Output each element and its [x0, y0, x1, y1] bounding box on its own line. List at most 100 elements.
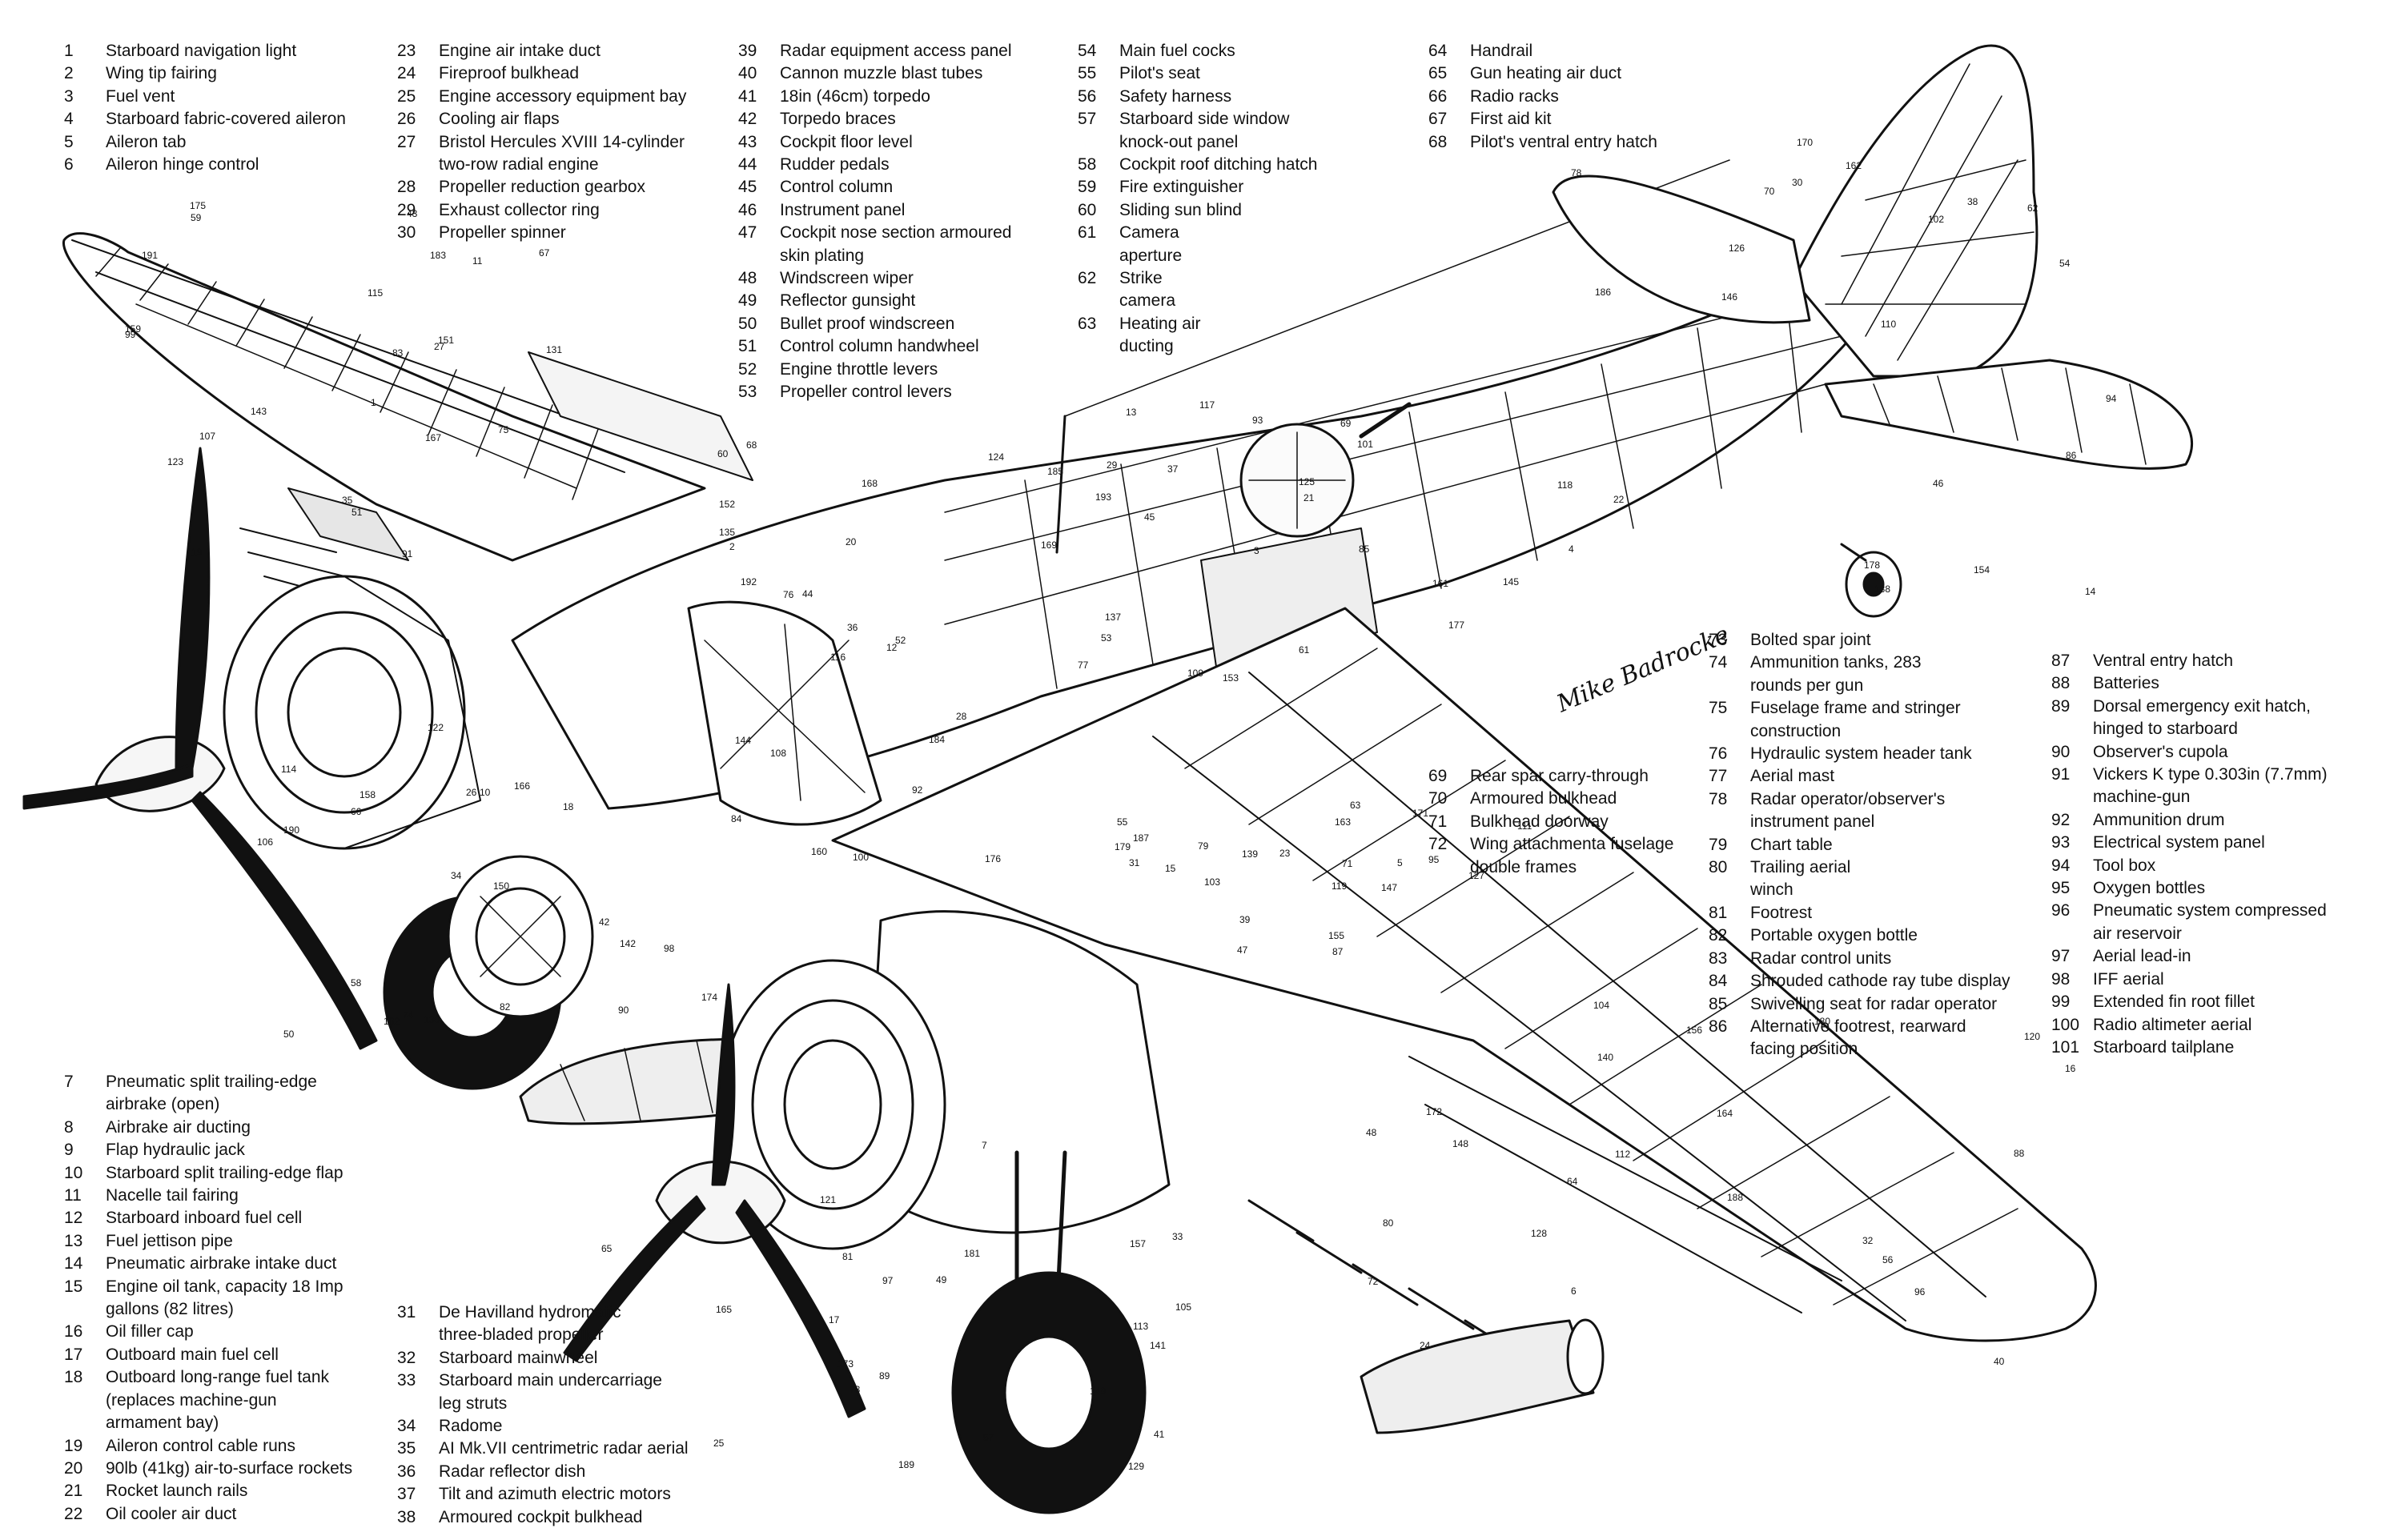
- legend-item-number: 15: [64, 1277, 83, 1296]
- legend-item-label: Ammunition tanks, 283 rounds per gun: [1750, 653, 1922, 695]
- legend-item-label: Engine accessory equipment bay: [439, 86, 687, 106]
- callout-number: 21: [1303, 492, 1315, 503]
- legend-item: 85 Swivelling seat for radar operator: [1709, 993, 2010, 1016]
- callout-number: 184: [929, 734, 945, 745]
- legend-item-label: Oil cooler air duct: [106, 1504, 237, 1523]
- legend-item-label: Ventral entry hatch: [2093, 652, 2234, 670]
- legend-item-label: Chart table: [1750, 835, 1833, 854]
- legend-item-label: Starboard mainwheel: [439, 1348, 598, 1367]
- callout-number: 105: [1175, 1301, 1191, 1313]
- callout-number: 102: [1928, 214, 1944, 225]
- legend-item-label: Starboard tailplane: [2093, 1037, 2235, 1057]
- aerial-mast: [1055, 415, 1066, 554]
- callout-number: 63: [1350, 800, 1361, 811]
- callout-number: 146: [1721, 291, 1737, 303]
- callout-number: 36: [847, 622, 858, 633]
- legend-item-label: Tool box: [2093, 856, 2156, 875]
- nose-radome: [447, 855, 594, 1018]
- callout-number: 68: [746, 439, 757, 451]
- airbrake-panel: [528, 351, 753, 481]
- legend-item-label: Main fuel cocks: [1119, 42, 1235, 60]
- legend-item-number: 56: [1078, 86, 1097, 106]
- legend-item-number: 35: [397, 1439, 416, 1458]
- starboard-engine: [22, 447, 481, 1050]
- legend-item-number: 7: [64, 1073, 74, 1091]
- legend-item-label: Extended fin root fillet: [2093, 993, 2255, 1012]
- callout-number: 89: [879, 1370, 890, 1382]
- legend-item-number: 97: [2051, 947, 2071, 966]
- callout-number: 98: [664, 943, 675, 954]
- legend-item-number: 95: [2051, 879, 2071, 898]
- legend-item-number: 22: [64, 1504, 83, 1523]
- legend-item-number: 40: [738, 64, 757, 83]
- callout-number: 190: [283, 824, 299, 836]
- legend-item-label: De Havilland hydromatic three-bladed pro…: [439, 1303, 621, 1345]
- legend-item-label: Reflector gunsight: [780, 291, 916, 311]
- callout-number: 117: [1199, 399, 1215, 411]
- legend-item-label: Strike camera: [1119, 269, 1176, 311]
- legend-item-number: 1: [64, 42, 74, 60]
- legend-item-number: 81: [1709, 903, 1728, 922]
- callout-number: 77: [1078, 660, 1089, 671]
- callout-number: 123: [167, 456, 183, 467]
- callout-number: 14: [2085, 586, 2096, 597]
- legend-item-label: Radar control units: [1750, 948, 1892, 968]
- legend-item-label: First aid kit: [1470, 110, 1552, 129]
- callout-number: 160: [811, 846, 827, 857]
- legend-item-label: Alternative footrest, rearward facing po…: [1750, 1017, 1966, 1059]
- rocket-rails: [1247, 1199, 1531, 1362]
- legend-item-number: 93: [2051, 833, 2071, 852]
- legend-item-label: Radar operator/observer's instrument pan…: [1750, 789, 1946, 832]
- legend-item-label: Handrail: [1470, 42, 1533, 60]
- legend-item-label: Radio racks: [1470, 86, 1559, 106]
- callout-number: 140: [1597, 1052, 1613, 1063]
- legend-item-number: 29: [397, 200, 416, 219]
- callout-number: 32: [1862, 1235, 1874, 1246]
- legend-item-number: 55: [1078, 64, 1097, 83]
- legend-item-number: 2: [64, 64, 74, 83]
- legend-item-number: 101: [2051, 1037, 2080, 1057]
- callout-number: 161: [1432, 578, 1448, 589]
- legend-item-number: 87: [2051, 652, 2071, 670]
- tail-unit: [1552, 44, 2194, 618]
- legend-item-label: Fuel jettison pipe: [106, 1231, 233, 1250]
- legend-item-number: 85: [1709, 994, 1728, 1013]
- callout-number: 19: [191, 547, 203, 558]
- callout-number: 138: [1874, 584, 1890, 595]
- callout-number: 56: [1882, 1254, 1894, 1265]
- callout-number: 93: [1252, 415, 1263, 426]
- legend-item-label: Bullet proof windscreen: [780, 314, 955, 333]
- legend-item-label: Swivelling seat for radar operator: [1750, 994, 1998, 1013]
- legend-item-label: Radar reflector dish: [439, 1462, 586, 1481]
